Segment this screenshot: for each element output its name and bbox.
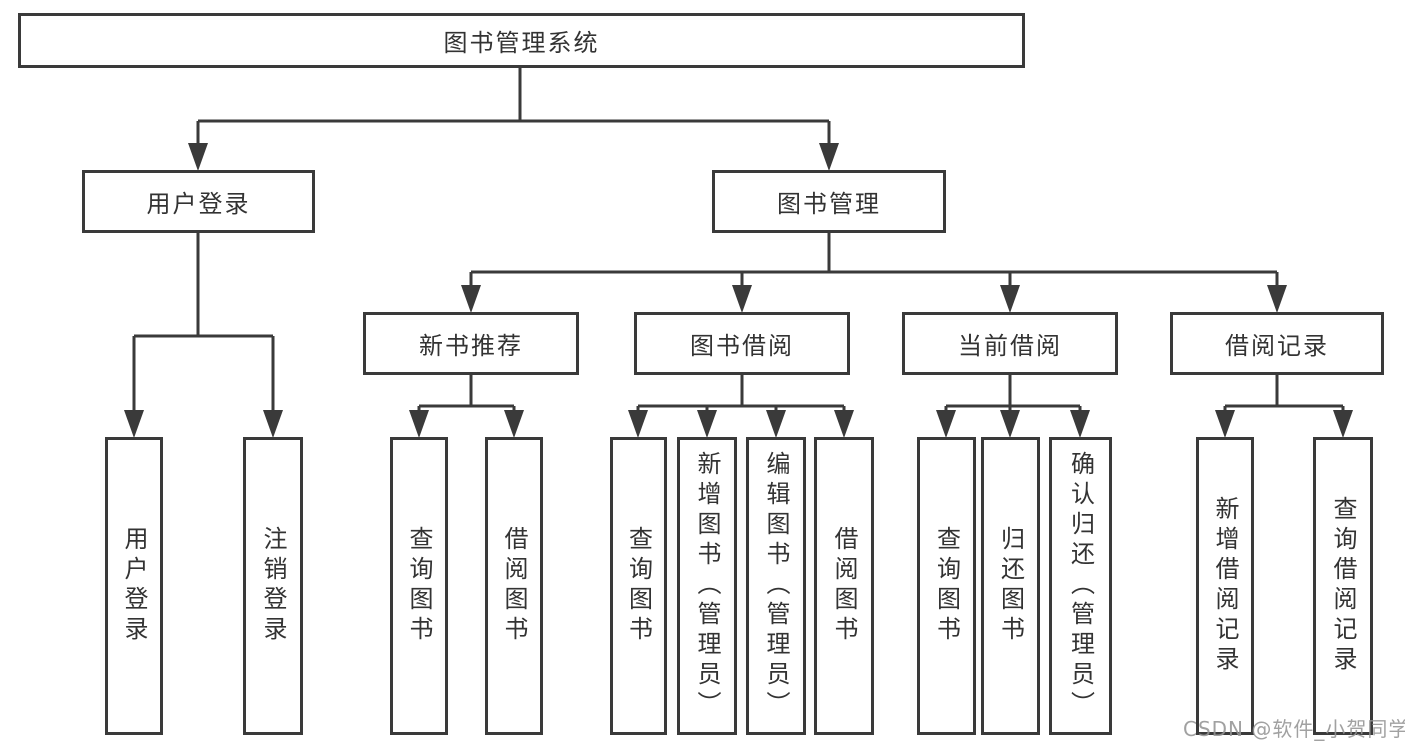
leaf-query-borrowing-record: 查询借阅记录 <box>1313 437 1373 735</box>
arrowhead-down-icon <box>1000 410 1020 438</box>
arrowhead-down-icon <box>461 285 481 313</box>
node-library-management-system: 图书管理系统 <box>18 13 1025 68</box>
connector-root-to-level2 <box>188 68 839 171</box>
node-label: 图书管理 <box>777 190 881 218</box>
arrowhead-down-icon <box>124 410 144 438</box>
arrowhead-down-icon <box>409 410 429 438</box>
arrowhead-down-icon <box>1070 410 1090 438</box>
arrowhead-down-icon <box>1000 285 1020 313</box>
arrowhead-down-icon <box>936 410 956 438</box>
arrowhead-down-icon <box>504 410 524 438</box>
connector-borrowing-records-to-leaves <box>1215 375 1353 438</box>
leaf-borrow-books: 借阅图书 <box>814 437 874 735</box>
node-label: 图书管理系统 <box>443 29 600 57</box>
node-label: 借阅图书 <box>500 526 528 646</box>
node-new-book-recommendation: 新书推荐 <box>363 312 579 375</box>
node-label: 借阅图书 <box>830 526 858 646</box>
connector-book-borrowing-to-leaves <box>628 375 854 438</box>
node-borrowing-records: 借阅记录 <box>1170 312 1384 375</box>
arrowhead-down-icon <box>1215 410 1235 438</box>
node-label: 用户登录 <box>146 190 251 218</box>
arrowhead-down-icon <box>766 410 786 438</box>
leaf-return-books: 归还图书 <box>981 437 1040 735</box>
node-label: 注销登录 <box>259 526 287 646</box>
node-label: 当前借阅 <box>958 332 1062 360</box>
arrowhead-down-icon <box>819 143 839 171</box>
node-label: 确认归还（管理员） <box>1066 451 1095 721</box>
leaf-query-books-current: 查询图书 <box>917 437 976 735</box>
arrowhead-down-icon <box>628 410 648 438</box>
node-label: 用户登录 <box>120 526 148 646</box>
connector-current-borrowing-to-leaves <box>936 375 1090 438</box>
node-label: 新书推荐 <box>419 332 523 360</box>
node-book-management: 图书管理 <box>712 170 946 233</box>
connector-user-login-to-leaves <box>124 233 283 438</box>
node-book-borrowing: 图书借阅 <box>634 312 850 375</box>
leaf-query-books-recommend: 查询图书 <box>390 437 448 735</box>
arrowhead-down-icon <box>834 410 854 438</box>
node-label: 编辑图书（管理员） <box>762 451 790 721</box>
node-label: 查询图书 <box>932 526 961 646</box>
node-label: 图书借阅 <box>690 332 794 360</box>
arrowhead-down-icon <box>1333 410 1353 438</box>
leaf-query-books-borrowing: 查询图书 <box>610 437 667 735</box>
leaf-logout: 注销登录 <box>243 437 303 735</box>
arrowhead-down-icon <box>1267 285 1287 313</box>
node-label: 查询图书 <box>624 526 653 646</box>
leaf-borrow-books-recommend: 借阅图书 <box>485 437 543 735</box>
node-label: 新增借阅记录 <box>1211 496 1239 676</box>
watermark: CSDN @软件_小贺同学 <box>1183 717 1405 741</box>
node-label: 查询借阅记录 <box>1329 496 1357 676</box>
node-user-login: 用户登录 <box>82 170 315 233</box>
connector-new-book-to-leaves <box>409 375 524 438</box>
leaf-add-book-admin: 新增图书（管理员） <box>677 437 737 735</box>
arrowhead-down-icon <box>732 285 752 313</box>
arrowhead-down-icon <box>263 410 283 438</box>
node-label: 归还图书 <box>996 526 1025 646</box>
node-label: 查询图书 <box>405 526 433 646</box>
leaf-confirm-return-admin: 确认归还（管理员） <box>1049 437 1112 735</box>
leaf-user-login: 用户登录 <box>105 437 163 735</box>
leaf-edit-book-admin: 编辑图书（管理员） <box>746 437 806 735</box>
node-label: 借阅记录 <box>1225 332 1329 360</box>
node-current-borrowing: 当前借阅 <box>902 312 1118 375</box>
leaf-add-borrowing-record: 新增借阅记录 <box>1196 437 1254 735</box>
node-label: 新增图书（管理员） <box>693 451 721 721</box>
connector-book-management-to-level3 <box>461 233 1287 313</box>
arrowhead-down-icon <box>188 143 208 171</box>
arrowhead-down-icon <box>697 410 717 438</box>
